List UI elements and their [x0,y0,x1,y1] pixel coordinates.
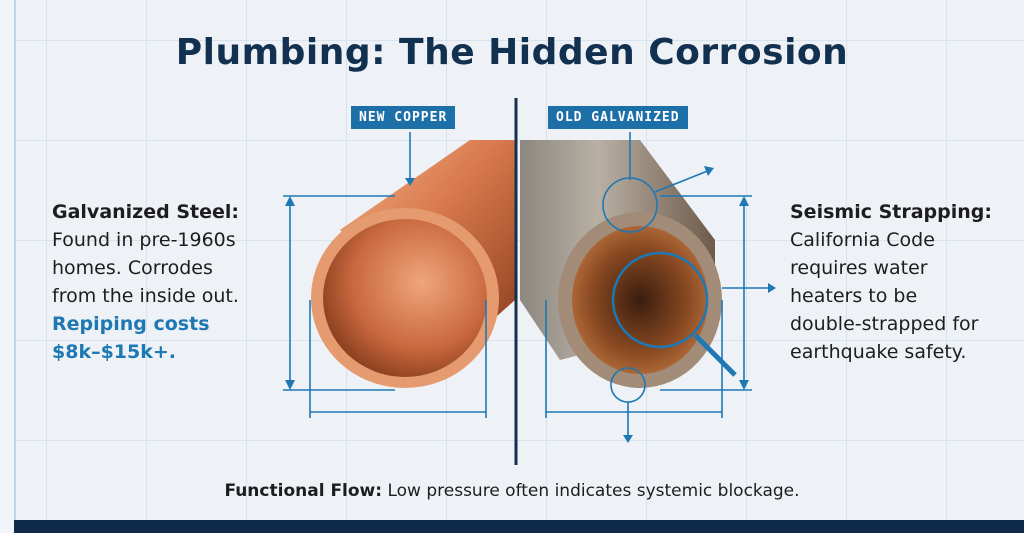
footer-label: Functional Flow: [224,481,383,501]
panel-line: requires water [790,257,928,279]
panel-heading: Galvanized Steel: [52,201,239,223]
bottom-bar [14,520,1024,533]
dimension-lines [283,132,768,435]
footer-text: Low pressure often indicates systemic bl… [382,481,800,501]
new-copper-label: NEW COPPER [351,106,456,129]
copper-pipe [311,140,515,388]
arrowheads [285,166,776,443]
repiping-cost-value: $8k–$15k+. [52,341,177,363]
panel-line: earthquake safety. [790,341,967,363]
panel-line: heaters to be [790,285,918,307]
galvanized-pipe [520,140,722,388]
old-galvanized-label: OLD GALVANIZED [548,106,688,129]
panel-line: California Code [790,229,935,251]
panel-line: from the inside out. [52,285,239,307]
functional-flow-note: Functional Flow: Low pressure often indi… [0,481,1024,501]
seismic-strapping-panel: Seismic Strapping: California Code requi… [790,198,992,366]
panel-line: homes. Corrodes [52,257,213,279]
repiping-cost: Repiping costs [52,313,210,335]
galvanized-steel-panel: Galvanized Steel: Found in pre-1960s hom… [52,198,239,366]
panel-line: Found in pre-1960s [52,229,236,251]
panel-line: double-strapped for [790,313,979,335]
page-title: Plumbing: The Hidden Corrosion [175,32,849,73]
panel-heading: Seismic Strapping: [790,201,992,223]
